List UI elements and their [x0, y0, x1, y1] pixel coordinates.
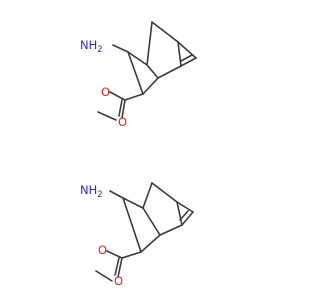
bond — [95, 270, 113, 282]
bond — [140, 234, 161, 253]
bond — [112, 44, 129, 53]
bond — [159, 224, 183, 236]
bond — [142, 77, 159, 95]
molecule-1: NH2 O O — [80, 21, 197, 129]
bond — [122, 197, 144, 209]
bond — [97, 111, 117, 121]
bond — [157, 65, 182, 79]
amine-label: NH2 — [80, 183, 103, 200]
bond — [121, 99, 126, 119]
bond — [106, 250, 123, 259]
bond — [177, 41, 182, 67]
bond — [124, 93, 144, 101]
bond-skeleton — [97, 21, 197, 121]
carbonyl-oxygen-label: O — [101, 85, 110, 99]
bond — [109, 91, 126, 101]
bond — [114, 257, 120, 276]
bond — [121, 251, 142, 259]
bond — [127, 51, 148, 66]
carbonyl-oxygen-label: O — [98, 243, 107, 257]
bond — [151, 21, 179, 43]
bond-skeleton — [95, 182, 194, 282]
amine-text: NH — [80, 183, 97, 197]
amine-text: NH — [80, 38, 97, 52]
bond — [118, 99, 123, 117]
amine-subscript: 2 — [97, 190, 102, 200]
bond — [151, 182, 178, 203]
bond — [127, 51, 144, 95]
bond — [176, 201, 183, 226]
ester-oxygen-label: O — [118, 115, 127, 129]
bond — [177, 41, 197, 59]
amine-label: NH2 — [80, 38, 103, 55]
ester-oxygen-label: O — [114, 274, 123, 288]
molecule-2: NH2 O O — [80, 182, 194, 288]
bond — [146, 64, 159, 79]
bond — [146, 21, 153, 66]
bond — [117, 257, 123, 278]
bond — [142, 182, 153, 209]
bond — [179, 210, 189, 221]
bond — [176, 201, 194, 213]
structure-canvas: NH2 O O NH2 O O — [80, 21, 197, 288]
bond — [122, 197, 142, 253]
bond — [142, 207, 161, 236]
bond — [180, 57, 197, 67]
bond — [109, 190, 124, 199]
structure-drawing: NH2 O O NH2 O O — [80, 21, 197, 288]
amine-subscript: 2 — [97, 45, 102, 55]
bond — [180, 54, 193, 62]
bond — [181, 211, 194, 226]
